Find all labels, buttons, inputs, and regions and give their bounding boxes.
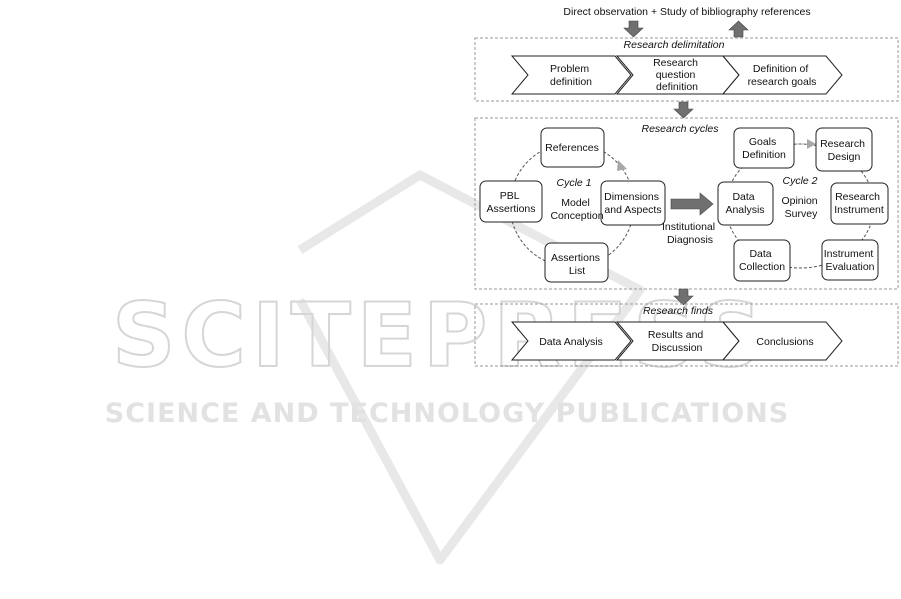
- research-delimitation-title: Research delimitation: [624, 39, 725, 51]
- institutional-diagnosis-label: Institutional Diagnosis: [662, 221, 718, 246]
- step-conclusions: [721, 321, 843, 361]
- node-instrument-evaluation: [821, 239, 879, 281]
- step-data-analysis: [510, 321, 632, 361]
- step-results-discussion: [615, 321, 740, 361]
- watermark-subtitle: SCIENCE AND TECHNOLOGY PUBLICATIONS: [105, 398, 789, 429]
- goals-to-design-arrowhead-icon: [807, 139, 816, 149]
- step-results-discussion-label: Results and Discussion: [648, 329, 706, 354]
- node-instrument-evaluation-label: Instrument Evaluation: [824, 248, 877, 273]
- research-finds-frame: [474, 303, 899, 367]
- node-goals-definition: [733, 127, 795, 169]
- up-arrow-icon: [728, 20, 749, 38]
- node-pbl-assertions: [479, 180, 543, 223]
- cycle-2-center-label: Opinion Survey: [781, 195, 820, 220]
- node-assertions-list-label: Assertions List: [551, 252, 603, 277]
- source-text: Direct observation + Study of bibliograp…: [563, 6, 810, 18]
- research-cycles-title: Research cycles: [641, 123, 719, 135]
- step-problem-definition-label: Problem definition: [550, 63, 592, 88]
- node-data-collection-label: Data Collection: [739, 248, 785, 273]
- research-finds-title: Research finds: [643, 305, 714, 317]
- node-references: [540, 127, 605, 168]
- step-conclusions-label: Conclusions: [756, 336, 813, 348]
- delimitation-steps: Problem definition Research question def…: [510, 55, 843, 95]
- node-references-label: References: [545, 142, 599, 154]
- step-research-question-label: Research question definition: [653, 57, 701, 93]
- watermark: SCITEPRESS SCIENCE AND TECHNOLOGY PUBLIC…: [105, 170, 789, 565]
- node-data-analysis-label: Data Analysis: [725, 191, 764, 216]
- cycle-2-label: Cycle 2: [782, 175, 817, 187]
- node-dimensions-aspects: [600, 180, 666, 226]
- down-arrow-icon: [673, 101, 694, 119]
- research-delimitation-frame: [474, 37, 899, 102]
- step-research-goals: [721, 55, 843, 95]
- node-data-analysis: [717, 181, 774, 226]
- cycle-1-center-label: Model Conception: [550, 197, 603, 222]
- institutional-diagnosis-arrow-icon: [670, 192, 714, 216]
- step-data-analysis-label: Data Analysis: [539, 336, 603, 348]
- node-goals-definition-label: Goals Definition: [742, 136, 786, 161]
- node-research-design-label: Research Design: [820, 138, 868, 163]
- node-research-instrument-label: Research Instrument: [834, 191, 884, 216]
- node-data-collection: [733, 239, 791, 282]
- down-arrow-icon: [673, 288, 694, 306]
- node-research-design: [815, 127, 873, 172]
- finds-steps: Data Analysis Results and Discussion Con…: [510, 321, 843, 361]
- step-research-goals-label: Definition of research goals: [748, 63, 817, 88]
- cycle-1: References PBL Assertions Dimensions and…: [479, 127, 666, 283]
- cycle-2: Goals Definition Research Design Data An…: [717, 127, 889, 282]
- node-pbl-assertions-label: PBL Assertions: [486, 190, 535, 215]
- step-problem-definition: [510, 55, 632, 95]
- node-assertions-list: [544, 242, 609, 283]
- cycle-1-label: Cycle 1: [556, 177, 591, 189]
- node-research-instrument: [830, 182, 889, 225]
- down-arrow-icon: [623, 20, 644, 38]
- node-dimensions-aspects-label: Dimensions and Aspects: [604, 191, 662, 216]
- cycle-1-arrowhead-icon: [617, 160, 627, 171]
